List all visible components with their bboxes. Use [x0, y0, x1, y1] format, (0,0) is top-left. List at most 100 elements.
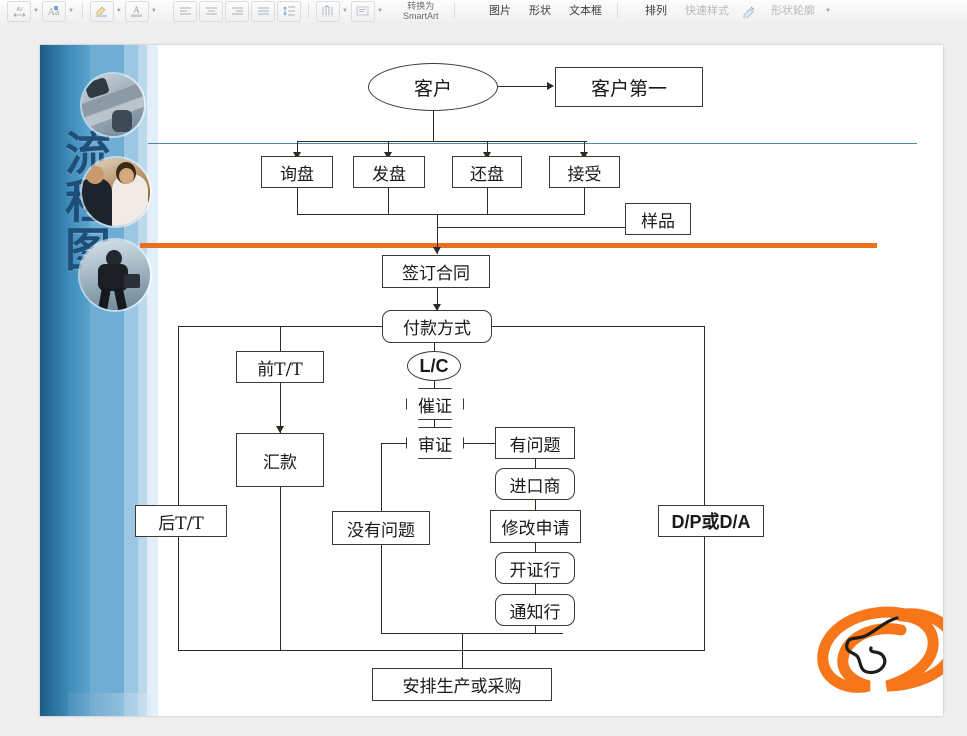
- node-remittance[interactable]: 汇款: [236, 433, 324, 487]
- node-sample[interactable]: 样品: [625, 203, 691, 235]
- edge-sample-to-trunk: [437, 227, 626, 228]
- arrange-button[interactable]: 排列: [645, 4, 667, 17]
- node-lc sans[interactable]: L/C: [407, 351, 461, 381]
- edge-customer-down: [433, 111, 434, 141]
- arrowhead: [384, 152, 392, 159]
- arrowhead: [276, 426, 284, 433]
- divider: [617, 3, 618, 19]
- node-no-problem[interactable]: 没有问题: [332, 511, 430, 545]
- edge-dp-da-to-bottom: [462, 650, 705, 651]
- ribbon-group-font-extras: AV ▼ Aa ▼ ▼: [6, 0, 159, 22]
- node-issuing-bank[interactable]: 开证行: [495, 552, 575, 584]
- node-customer-first[interactable]: 客户第一: [555, 67, 703, 107]
- shape-outline-icon[interactable]: [739, 2, 761, 21]
- business-meeting-photo: [82, 158, 150, 226]
- arrowhead: [433, 304, 441, 311]
- divider: [308, 3, 309, 19]
- octagon-shape: [406, 388, 464, 420]
- design-band-footer: [68, 693, 156, 716]
- node-inquiry[interactable]: 询盘: [261, 156, 333, 188]
- align-right-icon[interactable]: [225, 0, 249, 22]
- edge-dp-da-vertical: [704, 326, 705, 650]
- chevron-down-icon[interactable]: ▼: [67, 8, 74, 14]
- chevron-down-icon[interactable]: ▼: [33, 8, 39, 14]
- edge-counter-down: [487, 188, 488, 214]
- svg-text:A: A: [134, 5, 141, 15]
- convert-to-smartart-button[interactable]: 转换为 SmartArt: [394, 1, 448, 21]
- font-color-icon[interactable]: A: [124, 0, 149, 22]
- quick-style-button[interactable]: 快速样式: [685, 4, 729, 17]
- edge-check-to-noproblem: [381, 443, 406, 444]
- chevron-down-icon[interactable]: ▼: [342, 8, 348, 14]
- node-customer[interactable]: 客户: [368, 63, 498, 111]
- edge-lc-to-urge: [434, 381, 435, 389]
- ribbon-group-smartart: 转换为 SmartArt: [394, 0, 461, 22]
- align-center-icon[interactable]: [199, 0, 223, 22]
- node-offer[interactable]: 发盘: [353, 156, 425, 188]
- chevron-down-icon[interactable]: ▼: [150, 8, 157, 14]
- node-amend-request[interactable]: 修改申请: [490, 510, 581, 543]
- chevron-down-icon[interactable]: ▼: [376, 8, 383, 14]
- text-direction-icon[interactable]: [316, 0, 340, 22]
- ribbon-group-insert: 图片 形状 文本框: [480, 0, 624, 22]
- svg-text:Aa: Aa: [48, 7, 60, 18]
- justify-icon[interactable]: [251, 0, 275, 22]
- node-check-lc-label: 审证: [418, 435, 452, 456]
- node-dp-or-da[interactable]: D/P或D/A: [658, 505, 764, 537]
- node-arrange-production[interactable]: 安排生产或采购: [372, 668, 552, 701]
- picture-button[interactable]: 图片: [489, 4, 511, 17]
- ribbon-group-paragraph: ▼ ▼: [172, 0, 385, 22]
- node-back-tt[interactable]: 后T/T: [135, 505, 227, 537]
- text-highlight-color-icon[interactable]: [89, 0, 114, 22]
- slide[interactable]: 流程图 客户 客户第一: [40, 45, 943, 716]
- divider: [453, 3, 455, 19]
- node-accept[interactable]: 接受: [549, 156, 620, 188]
- align-left-icon[interactable]: [173, 0, 197, 22]
- arrowhead: [483, 152, 491, 159]
- design-band-4: [138, 45, 147, 716]
- edge-payment-to-lc: [434, 343, 435, 352]
- edge-merge-bus: [297, 214, 585, 215]
- edge-issuing-to-advising: [535, 584, 536, 594]
- ribbon-toolbar: AV ▼ Aa ▼ ▼: [0, 0, 967, 23]
- shape-button[interactable]: 形状: [529, 4, 551, 17]
- node-counter-offer[interactable]: 还盘: [452, 156, 522, 188]
- smartart-label-line2: SmartArt: [403, 11, 439, 21]
- textbox-button[interactable]: 文本框: [569, 4, 602, 17]
- align-text-icon[interactable]: [350, 0, 375, 22]
- edge-accept-down: [584, 188, 585, 214]
- edge-back-tt-vertical: [178, 326, 179, 650]
- edge-drop-offer: [388, 141, 389, 158]
- edge-urge-to-check: [434, 420, 435, 428]
- node-front-tt[interactable]: 前T/T: [236, 351, 324, 383]
- change-case-icon[interactable]: Aa: [41, 0, 66, 22]
- node-has-problem[interactable]: 有问题: [495, 427, 575, 459]
- character-spacing-icon[interactable]: AV: [7, 0, 31, 22]
- node-urge-lc: 催证: [406, 388, 464, 420]
- svg-text:AV: AV: [16, 7, 23, 13]
- arrowhead: [580, 152, 588, 159]
- chevron-down-icon[interactable]: ▼: [115, 8, 122, 14]
- design-band-1: [40, 45, 90, 716]
- shape-outline-button[interactable]: 形状轮廓: [771, 4, 815, 17]
- arrowhead: [293, 152, 301, 159]
- line-spacing-icon[interactable]: [277, 0, 301, 22]
- edge-distribution-bus: [297, 141, 587, 142]
- chevron-down-icon[interactable]: ▼: [825, 8, 831, 14]
- node-sign-contract[interactable]: 签订合同: [382, 255, 490, 288]
- edge-back-tt-to-bottom: [178, 650, 462, 651]
- edge-inquiry-down: [297, 188, 298, 214]
- node-importer[interactable]: 进口商: [495, 468, 575, 500]
- edge-check-to-problem: [464, 443, 496, 444]
- edge-drop-counter: [487, 141, 488, 158]
- edge-drop-accept: [584, 141, 585, 158]
- smartart-label-line1: 转换为: [407, 1, 435, 11]
- edge-to-front-tt: [280, 326, 281, 366]
- node-advising-bank[interactable]: 通知行: [495, 594, 575, 626]
- edge-drop-inquiry: [297, 141, 298, 158]
- blue-accent-rule: [148, 143, 917, 144]
- node-payment-method[interactable]: 付款方式: [382, 310, 492, 343]
- arrowhead: [433, 247, 441, 254]
- edge-noproblem-to-bottom: [381, 633, 563, 634]
